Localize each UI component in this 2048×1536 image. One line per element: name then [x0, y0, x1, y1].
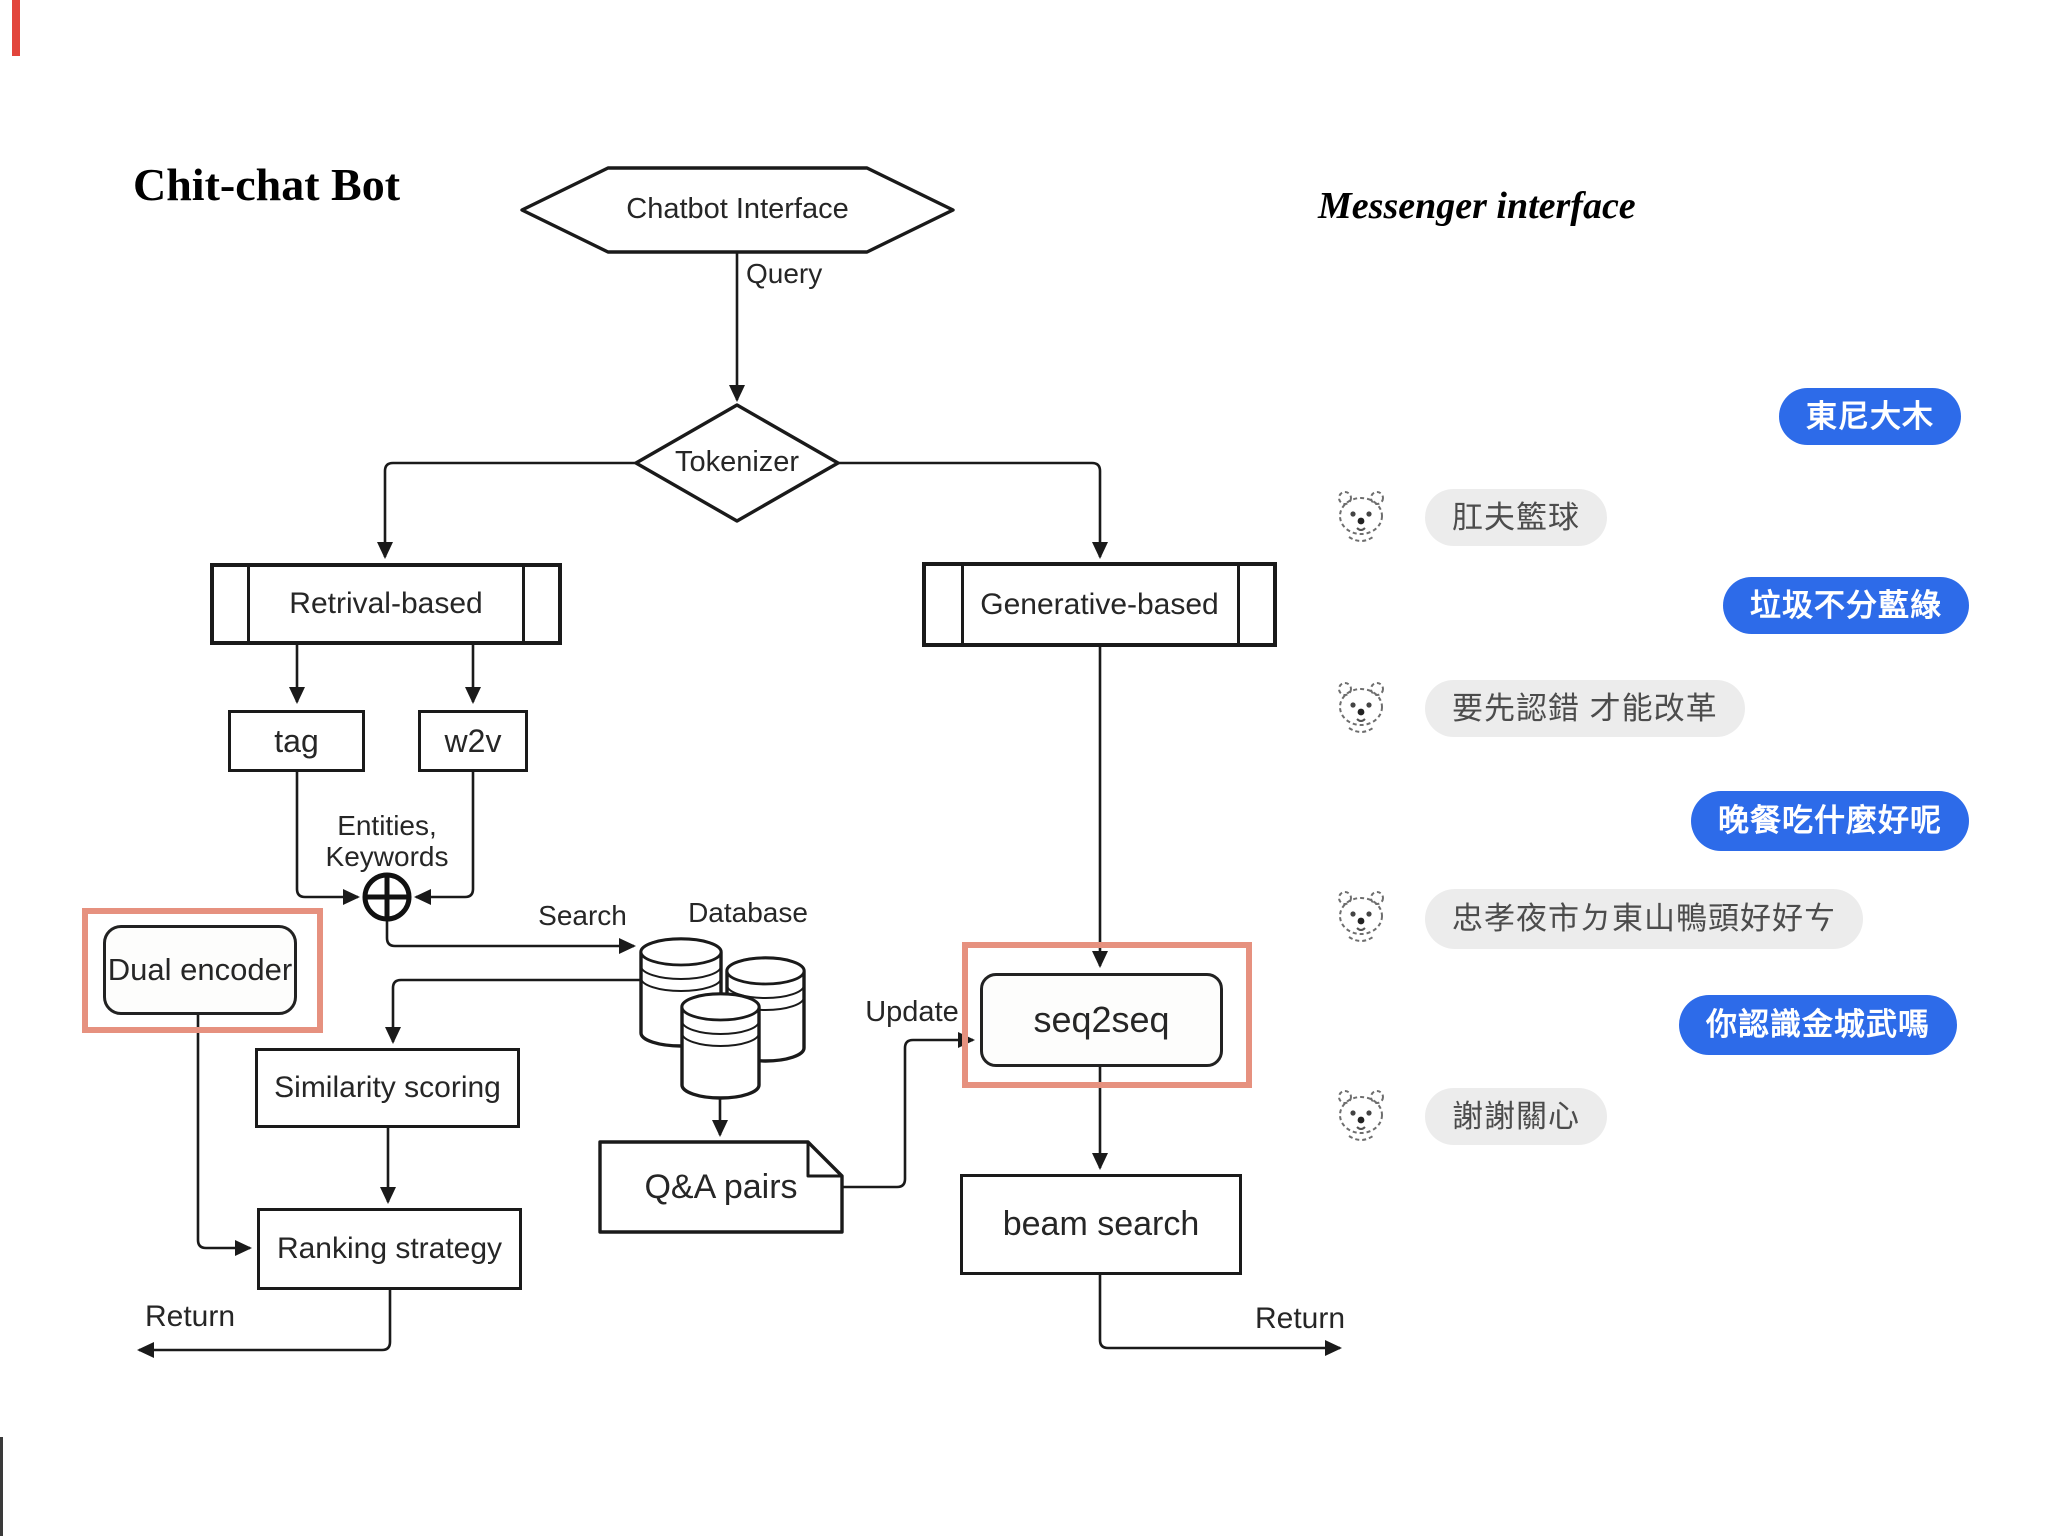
node-tag: tag	[228, 710, 365, 772]
node-dual-encoder: Dual encoder	[103, 925, 297, 1015]
node-retrieval-based: Retrival-based	[210, 563, 562, 645]
node-chatbot-interface-label: Chatbot Interface	[626, 193, 849, 226]
node-beam-search-label: beam search	[1002, 1205, 1200, 1243]
predefined-bar	[522, 567, 525, 641]
edge-tokenizer-retrieval	[377, 461, 636, 559]
edge-database-similarity	[385, 978, 641, 1044]
highlight-dual-encoder	[82, 908, 323, 1033]
node-ranking-label: Ranking strategy	[276, 1232, 503, 1265]
edge-return-right	[1098, 1275, 1342, 1356]
edge-dual-ranking	[196, 1015, 252, 1256]
node-generative-label: Generative-based	[980, 587, 1219, 621]
node-dual-encoder-label: Dual encoder	[107, 951, 293, 987]
highlight-seq2seq	[962, 942, 1252, 1088]
database-cylinders-icon	[639, 937, 806, 1100]
node-qa-pairs-label: Q&A pairs	[644, 1167, 798, 1206]
node-similarity-scoring: Similarity scoring	[255, 1048, 520, 1128]
diamond-tokenizer	[634, 403, 840, 523]
predefined-bar	[1237, 566, 1240, 643]
chat-bubble-user: 你認識金城武嗎	[1679, 995, 1957, 1055]
edge-label-entities-keywords: Entities, Keywords	[325, 809, 449, 872]
edge-label-update: Update	[865, 996, 959, 1029]
predefined-bar	[961, 566, 964, 643]
predefined-bar	[247, 567, 250, 641]
edge-tokenizer-generative	[838, 461, 1108, 559]
node-similarity-label: Similarity scoring	[274, 1071, 501, 1104]
chat-bubble-bot: 要先認錯 才能改革	[1425, 680, 1745, 737]
node-database-label: Database	[688, 896, 808, 928]
edge-w2v-join	[414, 772, 475, 905]
node-tag-label: tag	[274, 722, 319, 759]
node-w2v: w2v	[418, 710, 528, 772]
node-ranking-strategy: Ranking strategy	[257, 1208, 522, 1290]
edge-qa-update-seq2seq	[842, 1032, 975, 1189]
chat-bubble-bot: 肛夫籃球	[1425, 489, 1607, 546]
edge-return-left	[137, 1290, 392, 1358]
hexagon-chatbot-interface	[520, 166, 955, 254]
chat-bubble-user: 東尼大木	[1779, 388, 1961, 445]
bear-avatar-icon	[1334, 487, 1388, 547]
chat-bubble-bot: 謝謝關心	[1425, 1088, 1607, 1145]
slide-edge-red-mark	[12, 0, 20, 56]
node-seq2seq: seq2seq	[980, 973, 1223, 1067]
edge-tag-join	[295, 772, 360, 905]
messenger-section-title: Messenger interface	[1318, 185, 1636, 227]
slide-edge-line	[0, 1437, 3, 1536]
node-generative-based: Generative-based	[922, 562, 1277, 647]
chat-bubble-user: 垃圾不分藍綠	[1723, 577, 1969, 634]
page-title: Chit-chat Bot	[133, 159, 401, 210]
edge-join-database	[385, 920, 636, 954]
chat-bubble-bot: 忠孝夜市ㄉ東山鴨頭好好ㄘ	[1425, 889, 1863, 949]
bear-avatar-icon	[1334, 678, 1388, 738]
node-beam-search: beam search	[960, 1174, 1242, 1275]
node-tokenizer-label: Tokenizer	[674, 446, 800, 479]
edge-label-return-left: Return	[144, 1299, 236, 1333]
edge-label-search: Search	[538, 899, 627, 931]
edge-label-query: Query	[746, 257, 823, 289]
bear-avatar-icon	[1334, 887, 1388, 947]
chat-bubble-user: 晚餐吃什麼好呢	[1691, 791, 1969, 851]
edge-label-return-right: Return	[1254, 1301, 1346, 1335]
join-circle-icon	[362, 872, 412, 922]
bear-avatar-icon	[1334, 1086, 1388, 1146]
document-qa-pairs	[598, 1140, 844, 1234]
node-seq2seq-label: seq2seq	[1033, 999, 1170, 1040]
node-retrieval-label: Retrival-based	[289, 587, 483, 620]
node-w2v-label: w2v	[444, 722, 502, 759]
